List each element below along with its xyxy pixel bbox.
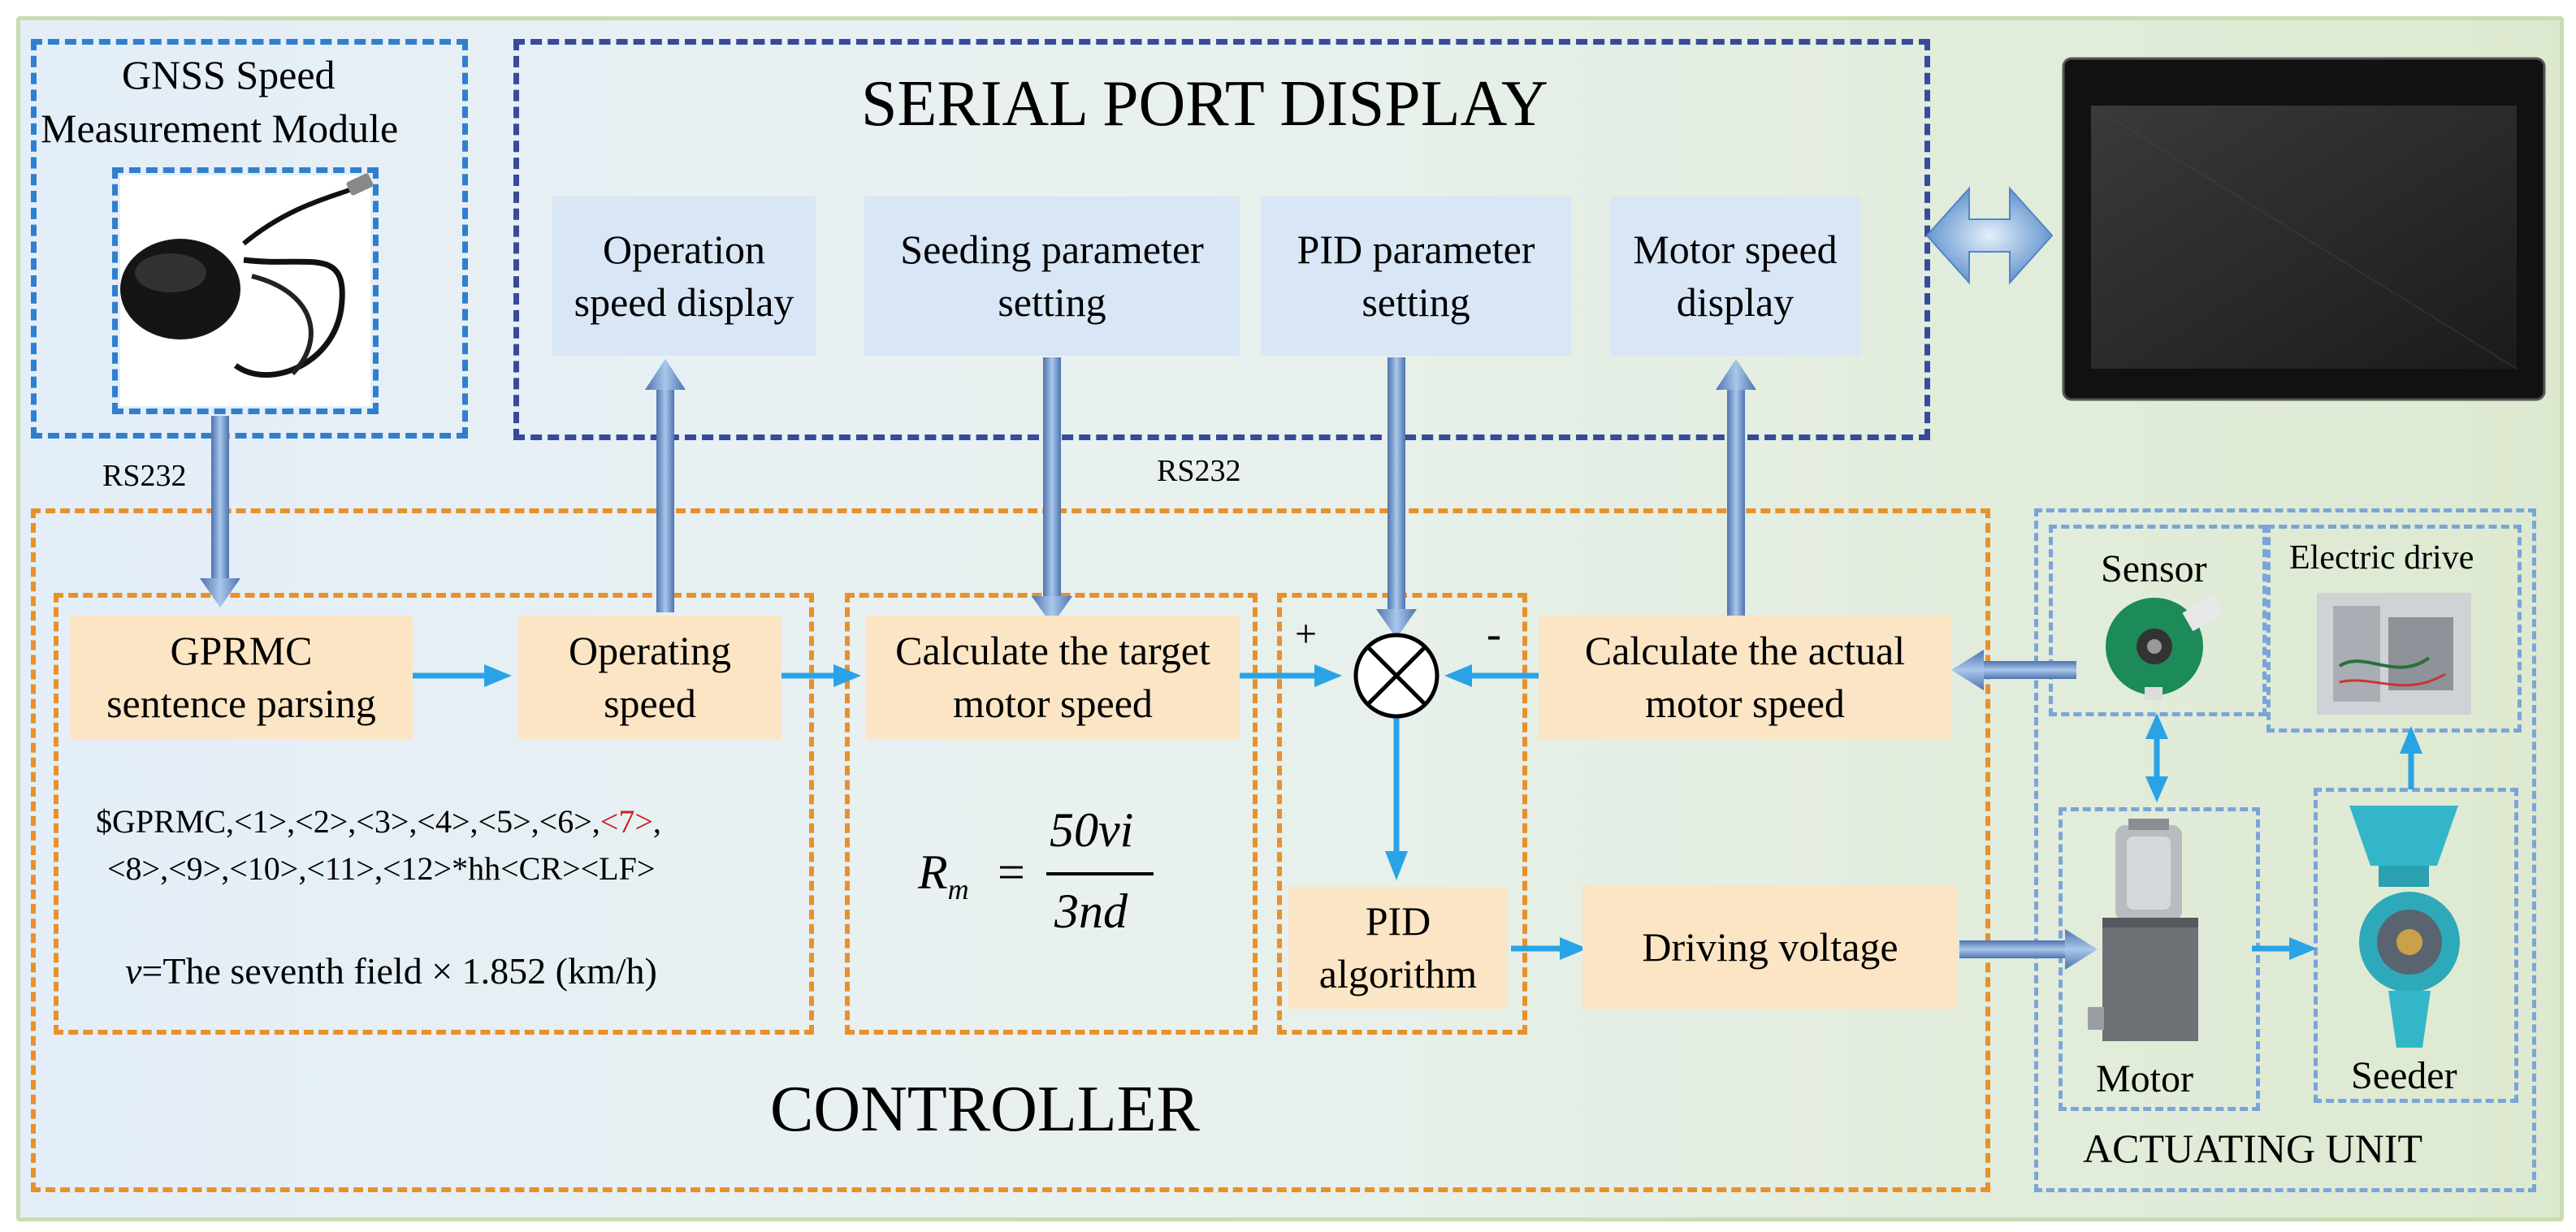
seeder-image <box>2349 806 2460 1048</box>
pid-to-driving-voltage-arrow <box>1511 937 1587 960</box>
touchscreen-image <box>2062 57 2546 401</box>
formula-denominator: 3nd <box>1054 884 1128 938</box>
sensor-motor-double-arrow <box>2145 713 2168 802</box>
pid-line2: algorithm <box>1318 951 1478 996</box>
controller-title: CONTROLLER <box>770 1074 1200 1145</box>
operation-speed-display-line1: Operation <box>603 227 765 272</box>
gprmc-sentence-comma: , <box>652 803 661 840</box>
double-arrow-icon <box>1925 186 2054 285</box>
gprmc-to-operating-arrow <box>411 664 512 687</box>
gnss-title-line2: Measurement Module <box>41 106 399 151</box>
serial-port-display-title: SERIAL PORT DISPLAY <box>861 68 1548 140</box>
gprmc-sentence-main: $GPRMC,<1>,<2>,<3>,<4>,<5>,<6>, <box>96 803 600 840</box>
pid-parameter-line1: PID parameter <box>1297 227 1535 272</box>
sensor-to-actual-speed-arrow <box>1951 650 2076 690</box>
pid-parameter-line2: setting <box>1362 279 1470 325</box>
speed-variable: v <box>125 950 142 992</box>
operating-to-target-arrow <box>781 664 861 687</box>
pid-parameter-setting-box: PID parameter setting <box>1261 197 1571 356</box>
actuating-unit-title: ACTUATING UNIT <box>2083 1126 2422 1171</box>
driving-voltage-to-motor-arrow <box>1959 929 2098 970</box>
rs232-mid-label: RS232 <box>1157 454 1241 488</box>
comparator-symbol <box>1353 633 1440 719</box>
sensor-image <box>2106 594 2224 700</box>
seeding-parameter-line1: Seeding parameter <box>900 227 1204 272</box>
operating-speed-to-display-arrow <box>645 359 686 612</box>
minus-sign: - <box>1487 609 1501 658</box>
motor-speed-display-box: Motor speed display <box>1610 197 1860 356</box>
driving-voltage-label: Driving voltage <box>1642 923 1898 970</box>
sensor-frame <box>2049 525 2266 716</box>
actual-speed-to-display-arrow <box>1716 359 1756 616</box>
motor-speed-display-line1: Motor speed <box>1633 227 1838 272</box>
plus-sign: + <box>1295 612 1318 655</box>
motor-image <box>2088 819 2198 1041</box>
pid-algorithm-box: PID algorithm <box>1288 887 1508 1009</box>
target-to-comparator-arrow <box>1240 664 1342 687</box>
target-speed-line2: motor speed <box>953 681 1153 726</box>
target-speed-line1: Calculate the target <box>895 628 1210 673</box>
actual-speed-line1: Calculate the actual <box>1584 628 1906 673</box>
target-speed-formula: Rm = 50vi 3nd <box>918 801 1162 947</box>
sensor-label: Sensor <box>2101 547 2207 590</box>
comparator-to-pid-arrow <box>1385 718 1408 880</box>
seeder-label: Seeder <box>2351 1054 2457 1097</box>
gprmc-line1: GPRMC <box>170 628 313 673</box>
seeding-parameter-line2: setting <box>998 279 1106 325</box>
operating-speed-line2: speed <box>604 681 696 726</box>
operation-speed-display-box: Operation speed display <box>552 197 816 356</box>
gprmc-field-seven: <7> <box>600 803 653 840</box>
seeder-frame <box>2314 788 2518 1103</box>
gnss-module-frame <box>31 39 468 439</box>
actual-to-comparator-arrow <box>1444 664 1539 687</box>
speed-formula-text: =The seventh field × 1.852 (km/h) <box>141 950 657 992</box>
speed-formula: v=The seventh field × 1.852 (km/h) <box>125 949 657 993</box>
motor-speed-display-line2: display <box>1676 279 1795 325</box>
gnss-receiver-image <box>120 173 374 406</box>
electric-drive-frame <box>2266 525 2522 733</box>
gnss-title-line1: GNSS Speed <box>122 52 336 97</box>
formula-r-sub: m <box>947 873 969 906</box>
motor-label: Motor <box>2096 1057 2193 1100</box>
electric-drive-image <box>2317 593 2471 715</box>
parsing-group-frame <box>54 593 814 1035</box>
driving-voltage-box: Driving voltage <box>1582 885 1958 1009</box>
formula-equals: = <box>998 845 1025 899</box>
gprmc-parsing-box: GPRMC sentence parsing <box>70 616 413 739</box>
serial-port-display-frame <box>513 39 1930 440</box>
motor-to-seeder-arrow <box>2252 937 2317 960</box>
operation-speed-display-line2: speed display <box>574 279 794 325</box>
actuating-unit-frame <box>2034 508 2536 1192</box>
seeder-to-electric-drive-arrow <box>2400 726 2422 789</box>
seeding-parameter-setting-box: Seeding parameter setting <box>864 197 1240 356</box>
formula-r: Rm <box>918 845 969 906</box>
seeding-parameter-arrow <box>1032 357 1072 625</box>
actual-speed-line2: motor speed <box>1645 681 1845 726</box>
controller-frame <box>31 508 1990 1192</box>
rs232-left-label: RS232 <box>102 459 187 493</box>
motor-frame <box>2059 807 2260 1111</box>
formula-numerator: 50vi <box>1050 803 1134 857</box>
gprmc-sentence-line2: <8>,<9>,<10>,<11>,<12>*hh<CR><LF> <box>107 850 656 887</box>
gnss-photo-frame <box>112 167 379 414</box>
operating-speed-line1: Operating <box>569 628 731 673</box>
rs232-gnss-arrow <box>200 416 240 607</box>
gprmc-line2: sentence parsing <box>106 681 376 726</box>
gprmc-sentence-line1: $GPRMC,<1>,<2>,<3>,<4>,<5>,<6>,<7>, <box>96 802 661 841</box>
operating-speed-box: Operating speed <box>518 616 781 739</box>
target-motor-speed-box: Calculate the target motor speed <box>866 616 1240 739</box>
formula-fraction-bar <box>1046 872 1154 875</box>
actual-motor-speed-box: Calculate the actual motor speed <box>1539 616 1951 739</box>
pid-parameter-arrow <box>1376 357 1417 638</box>
pid-line1: PID <box>1365 898 1431 944</box>
electric-drive-label: Electric drive <box>2289 539 2474 577</box>
